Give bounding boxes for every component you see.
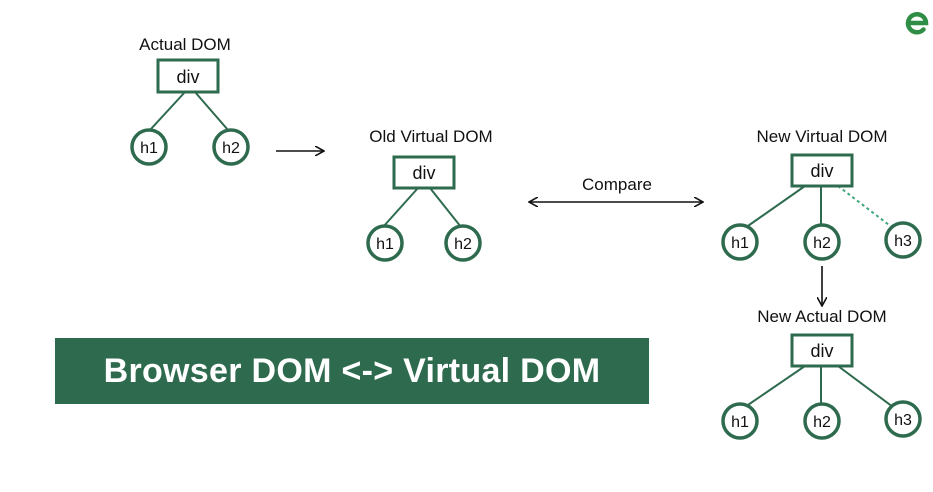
div-node [156,58,220,94]
h1-node-label: h1 [140,140,158,157]
div-node-label: div [412,163,435,183]
h2-node [444,224,482,262]
h1-node [721,223,759,261]
h3-node-label: h3 [894,233,912,250]
new-actual-dom-tree: New Actual DOM div h1 h2 h3 [721,307,922,440]
edge-div-h1 [382,187,419,228]
div-node [790,333,854,368]
edge-div-h3-new [837,185,894,229]
div-node [790,153,854,188]
h3-node-label: h3 [894,412,912,429]
new-virtual-dom-tree: New Virtual DOM div h1 h2 h3 [721,127,922,261]
old-virtual-dom-title: Old Virtual DOM [369,127,492,146]
edge-div-h2 [429,187,462,228]
div-node-label: div [810,341,833,361]
new-actual-dom-title: New Actual DOM [757,307,886,326]
h3-node [884,221,922,259]
edge-div-h2 [194,91,229,131]
h2-node-label: h2 [813,235,831,252]
h2-node-label: h2 [222,140,240,157]
actual-dom-tree: Actual DOM div h1 h2 [130,35,250,166]
div-node [392,155,456,190]
h2-node [803,402,841,440]
edge-div-h3 [837,365,894,408]
title-banner: Browser DOM <-> Virtual DOM [55,338,649,404]
geeksforgeeks-logo-icon [905,12,929,35]
h2-node [803,223,841,261]
div-node-label: div [810,161,833,181]
new-virtual-dom-title: New Virtual DOM [757,127,888,146]
actual-dom-title: Actual DOM [139,35,231,54]
h2-node-label: h2 [454,236,472,253]
edge-div-h1 [149,91,186,131]
h1-node-label: h1 [376,236,394,253]
h2-node [212,128,250,166]
h1-node [721,402,759,440]
h1-node [366,224,404,262]
h3-node [884,400,922,438]
h1-node [130,128,168,166]
compare-label: Compare [582,175,652,194]
h1-node-label: h1 [731,235,749,252]
edge-div-h1 [744,185,806,229]
div-node-label: div [176,67,199,87]
h2-node-label: h2 [813,414,831,431]
edge-div-h1 [744,365,806,408]
h1-node-label: h1 [731,414,749,431]
old-virtual-dom-tree: Old Virtual DOM div h1 h2 [366,127,493,262]
